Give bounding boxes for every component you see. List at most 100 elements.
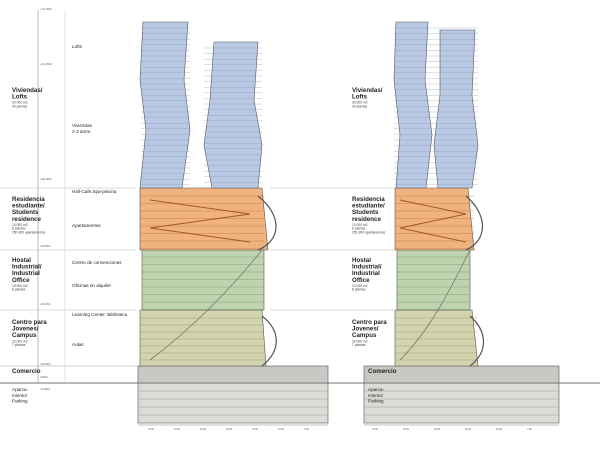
base-layer (0, 10, 600, 426)
level-marker: +53.000m (40, 303, 51, 306)
retail-block (137, 365, 329, 384)
zone-subtitle: 10.000 m2 (352, 223, 368, 227)
ramp-zigzag (399, 199, 467, 243)
zone-title: residence (12, 216, 41, 223)
office-block (396, 249, 471, 311)
zone-title: Centro para (12, 319, 47, 326)
dim-label: 10.00 (372, 428, 379, 431)
dim-label: 7.80 (304, 428, 309, 431)
zone-subtitle: 30.000 m2 (352, 101, 368, 105)
zone-subtitle: 10.000 m2 (12, 223, 28, 227)
ramp-arc (261, 315, 277, 367)
zone-title: Residencia (352, 196, 385, 203)
campus-block (394, 309, 479, 367)
dim-label: 10.00 (403, 428, 410, 431)
zone-title: residence (352, 216, 381, 223)
parking-label: miento/ (368, 393, 384, 398)
parking-block (363, 382, 560, 424)
zone-subtitle: 8 plantas (12, 288, 26, 292)
parking-label: Parking (368, 399, 384, 404)
room-label: Apartamentos (72, 223, 101, 228)
ramp-arc (469, 315, 484, 367)
zone-title: Campus (12, 332, 37, 339)
room-label: Lofts (72, 44, 83, 49)
tower-left-b (203, 41, 263, 189)
level-marker: +171.000m (40, 8, 52, 11)
level-marker: 0.000m (40, 376, 48, 379)
level-marker: +104.000m (40, 178, 52, 181)
zone-title: Office (12, 277, 30, 284)
room-label: Viviendas (72, 123, 93, 128)
level-marker: +141.000m (40, 63, 52, 66)
residence-block (394, 187, 475, 251)
room-label: Aulas (72, 342, 84, 347)
zone-subtitle: 7 plantas (12, 343, 26, 347)
level-marker: -10.000m (40, 388, 50, 391)
room-label: Oficinas en alquiler (72, 283, 112, 288)
room-label: Centro de convenciones (72, 260, 122, 265)
ramp-arc (257, 195, 277, 251)
ramp-arc (465, 195, 483, 251)
ramp-zigzag (149, 199, 251, 243)
dim-label: 10.00 (278, 428, 285, 431)
parking-label: miento/ (12, 393, 28, 398)
zone-title: Residencia (12, 196, 45, 203)
room-label: 2-3 dorm. (72, 129, 92, 134)
ramp-diag (399, 249, 471, 361)
dim-label: 10.00 (465, 428, 472, 431)
zone-title: estudiante/ (352, 203, 385, 210)
zone-subtitle: 7 plantas (352, 343, 366, 347)
zone-subtitle: 20.000 m2 (12, 339, 28, 343)
zone-subtitle: 8 plantas (352, 288, 366, 292)
zone-subtitle: 250-300 apartamentos (12, 231, 46, 235)
zone-subtitle: 8 plantas (12, 227, 26, 231)
dim-label: 10.00 (252, 428, 259, 431)
residence-block (139, 187, 269, 251)
parking-label: Aparca- (12, 387, 29, 392)
zone-title: Hostal (12, 257, 31, 264)
zone-subtitle: 30.000 m2 (12, 101, 28, 105)
zone-title: Industrial/ (12, 264, 42, 271)
dim-label: 10.00 (226, 428, 233, 431)
office-block (141, 249, 265, 311)
dim-label: 10.00 (200, 428, 207, 431)
comercio-label: Comercio (12, 368, 41, 375)
dim-label: 10.00 (174, 428, 181, 431)
zone-subtitle: 8 plantas (352, 227, 366, 231)
dim-label: 10.00 (434, 428, 441, 431)
level-marker: +81.000m (40, 245, 51, 248)
zone-title: Viviendas/ (352, 87, 383, 94)
right-section (363, 21, 560, 424)
dim-label: 10.00 (496, 428, 503, 431)
zone-subtitle: 30 plantas (12, 105, 28, 109)
zone-title: Office (352, 277, 370, 284)
left-section (137, 21, 329, 424)
zone-subtitle: 30 plantas (352, 105, 368, 109)
room-label: Hall-Cafe.Spa-piscina (72, 189, 117, 194)
zone-title: Students (12, 209, 39, 216)
zone-subtitle: 10.000 m2 (352, 284, 368, 288)
parking-block (137, 382, 329, 424)
campus-block (139, 309, 267, 367)
zone-title: Jovenes/ (352, 326, 379, 333)
zone-title: Industrial (12, 270, 40, 277)
zone-title: Industrial/ (352, 264, 382, 271)
parking-label: Aparca- (368, 387, 385, 392)
room-label: Learning Center. Biblioteca (72, 312, 128, 317)
zone-title: estudiante/ (12, 203, 45, 210)
dim-label: 7.80 (527, 428, 532, 431)
tower-left-a (139, 21, 191, 189)
zone-title: Viviendas/ (12, 87, 43, 94)
zone-title: Campus (352, 332, 377, 339)
tower-right-b (433, 29, 479, 189)
level-marker: +25.000m (40, 363, 51, 366)
zone-title: Centro para (352, 319, 387, 326)
zone-subtitle: 250-300 apartamentos (352, 231, 386, 235)
zone-title: Lofts (352, 94, 368, 101)
dim-label: 10.00 (148, 428, 155, 431)
parking-label: Parking (12, 399, 28, 404)
zone-subtitle: 20.000 m2 (352, 339, 368, 343)
zone-title: Lofts (12, 94, 28, 101)
